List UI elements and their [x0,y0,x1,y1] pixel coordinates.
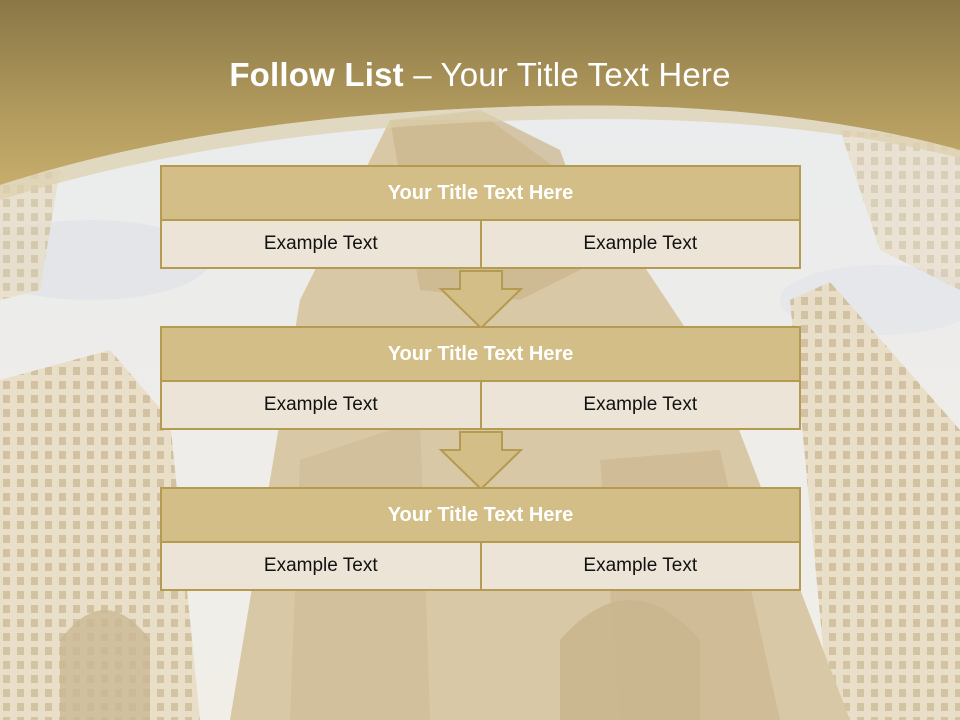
step-2-row: Example Text Example Text [160,380,801,430]
step-box-1: Your Title Text Here Example Text Exampl… [160,165,801,269]
step-3-row: Example Text Example Text [160,541,801,591]
step-2-right-text: Example Text [479,380,801,430]
step-1-row: Example Text Example Text [160,219,801,269]
step-2-title: Your Title Text Here [160,326,801,382]
down-arrow-icon [438,431,524,491]
step-1-right-text: Example Text [479,219,801,269]
title-rest: – Your Title Text Here [403,56,731,93]
step-1-left-text: Example Text [160,219,482,269]
slide-title: Follow List – Your Title Text Here [0,56,960,94]
step-3-left-text: Example Text [160,541,482,591]
title-bold: Follow List [229,56,404,93]
down-arrow-icon [438,270,524,330]
step-box-3: Your Title Text Here Example Text Exampl… [160,487,801,591]
step-3-right-text: Example Text [479,541,801,591]
step-1-title: Your Title Text Here [160,165,801,221]
step-3-title: Your Title Text Here [160,487,801,543]
step-2-left-text: Example Text [160,380,482,430]
step-box-2: Your Title Text Here Example Text Exampl… [160,326,801,430]
